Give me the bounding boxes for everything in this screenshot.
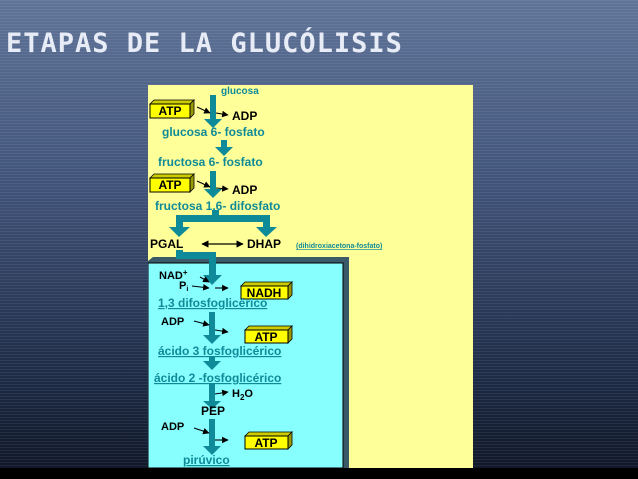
glycolysis-diagram: ATP ATP NADH ATP ATP glucosa glucosa 6- … [148,86,382,468]
reaction-arrow-8 [203,419,221,455]
compound-glucosa-6-fosfato: glucosa 6- fosfato [162,125,265,139]
atp-out-1-label: ATP [254,330,277,344]
lower-pathway-box [148,262,344,468]
split-arrow [169,210,277,237]
atp-in-2-label: ATP [158,178,181,192]
atp-in-1-label: ATP [158,104,181,118]
nadh-box: NADH [240,281,293,300]
h2o-label: H2O [232,388,253,402]
adp-out-2-label: ADP [232,183,257,197]
adp-in-2-label: ADP [161,421,184,433]
reaction-arrow-2 [215,140,233,156]
nad-text: NAD [159,270,183,282]
atp-box-2: ATP [149,173,195,193]
atp-box-1: ATP [149,99,195,119]
pi-label: Pi [179,280,188,293]
compound-fructosa-6-fosfato: fructosa 6- fosfato [158,155,263,169]
compound-glucosa: glucosa [221,86,259,97]
reaction-arrow-7 [203,383,221,409]
atp-box-3: ATP [244,325,293,344]
reaction-arrow-3 [204,171,222,198]
h2o-subscript: 2 [240,393,245,402]
dhap-note: (dihidroxiacetona-fosfato) [296,243,382,250]
compound-piruvico: pirúvico [183,453,230,467]
compound-fructosa-1-6-difosfato: fructosa 1,6- difosfato [155,199,280,213]
nad-label: NAD+ [159,268,188,282]
pi-subscript: i [186,286,188,293]
pi-text: P [179,280,186,292]
nadh-out-label: NADH [247,286,282,300]
compound-dhap: DHAP [247,237,281,251]
adp-in-1-label: ADP [161,316,184,328]
compound-acido-2-fosfoglicerico: ácido 2 -fosfoglicérico [154,371,281,385]
reaction-arrow-5 [203,312,221,344]
compound-1-3-difosfoglicerico: 1,3 difosfoglicérico [158,296,267,310]
h2o-h: H [232,388,240,400]
reaction-arrow-1 [204,95,222,128]
atp-out-2-label: ATP [254,436,277,450]
nad-superscript: + [183,268,188,277]
h2o-o: O [244,388,253,400]
adp-out-1-label: ADP [232,109,257,123]
slide-title: ETAPAS DE LA GLUCÓLISIS [6,28,403,59]
atp-box-4: ATP [244,431,293,450]
glycolysis-diagram-panel: ATP ATP NADH ATP ATP glucosa glucosa 6- … [148,85,473,468]
cofactor-arrows [191,106,229,444]
compound-pep: PEP [201,404,225,418]
bottom-bar [0,468,638,479]
compound-acido-3-fosfoglicerico: ácido 3 fosfoglicérico [158,344,281,358]
reaction-arrow-6 [203,357,221,370]
compound-pgal: PGAL [150,237,183,251]
